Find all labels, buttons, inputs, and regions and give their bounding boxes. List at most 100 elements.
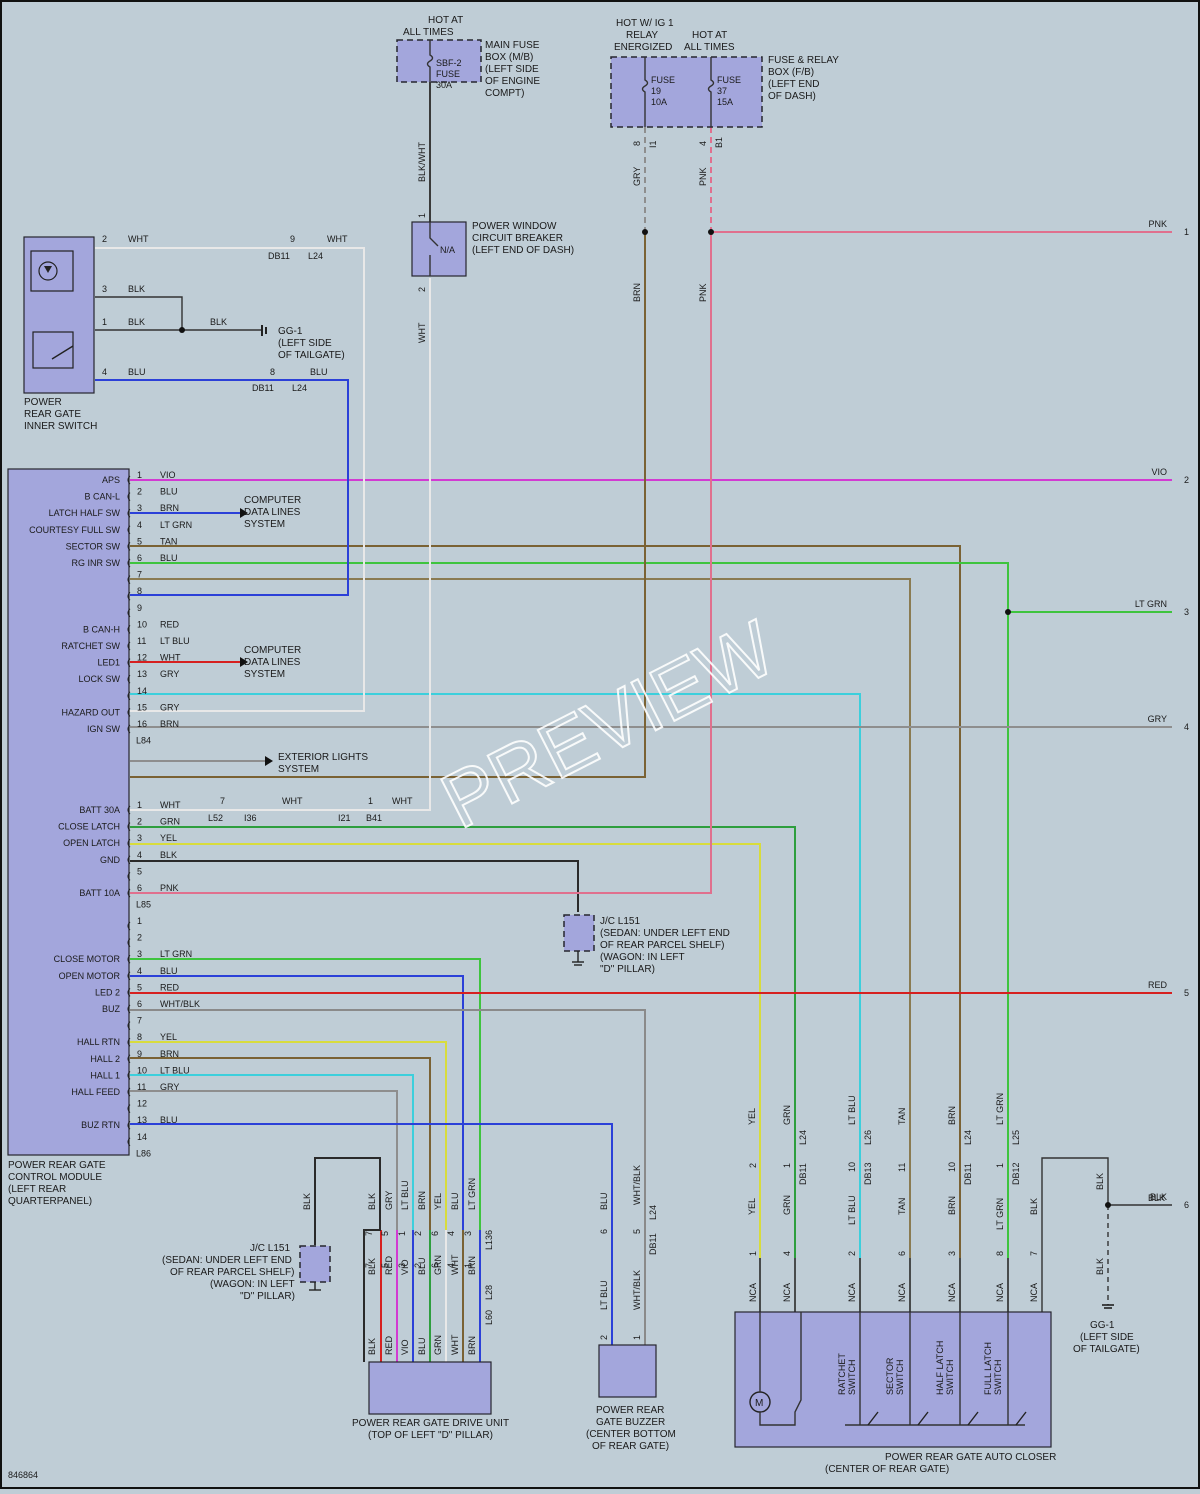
- wire-vertical-label: LT BLU: [400, 1180, 410, 1210]
- wire-vertical-label: WHT: [450, 1334, 460, 1355]
- module-pin-wire: LT BLU: [160, 1065, 190, 1075]
- module-pin-connector: [127, 954, 131, 964]
- module-pin-wire: WHT: [160, 800, 181, 810]
- gg1-top-2: (LEFT SIDE: [278, 338, 332, 349]
- connector-pin-number: 2: [413, 1231, 423, 1236]
- module-pin-number: 10: [137, 1065, 147, 1075]
- module-pin-number: 5: [137, 866, 142, 876]
- wire-vertical-label: BLK: [302, 1193, 312, 1210]
- fuse-relay-box: HOT W/ IG 1 RELAY ENERGIZED HOT AT ALL T…: [610, 18, 839, 128]
- module-pin-number: 1: [137, 470, 142, 480]
- lbl-gry-19: GRY: [632, 167, 642, 186]
- jcm-2: (SEDAN: UNDER LEFT END: [600, 928, 730, 939]
- ref-number: 3: [1184, 607, 1189, 617]
- nca-label: NCA: [947, 1283, 957, 1302]
- module-pin-connector: [127, 1021, 131, 1030]
- closer-text1: POWER REAR GATE AUTO CLOSER: [885, 1452, 1056, 1463]
- jcl-1: J/C L151: [250, 1243, 290, 1254]
- module-pin-number: 9: [137, 603, 142, 613]
- module-pin-label: SECTOR SW: [66, 541, 121, 551]
- nca-label: NCA: [748, 1283, 758, 1302]
- diagram-id: 846864: [8, 1470, 38, 1480]
- module-connector-name: L84: [136, 736, 151, 746]
- circuit-breaker: N/A POWER WINDOW CIRCUIT BREAKER (LEFT E…: [411, 221, 574, 277]
- ref-wire-label: LT GRN: [1135, 599, 1167, 609]
- ref-wire-label: PNK: [1148, 219, 1167, 229]
- inner-switch: POWER REAR GATE INNER SWITCH 23 14 WHT B…: [23, 234, 348, 432]
- gg1-top-1: GG-1: [278, 326, 303, 337]
- ref-number: 2: [1184, 475, 1189, 485]
- connector-pin-number: 7: [364, 1231, 374, 1236]
- closer-switch-label: HALF LATCH: [935, 1341, 945, 1395]
- nca-label: NCA: [897, 1283, 907, 1302]
- wire-vertical-label: BLU: [450, 1192, 460, 1210]
- module-pin-wire: BRN: [160, 719, 179, 729]
- wire-ltgrn-close-motor: [130, 958, 481, 1362]
- wire-vertical-label: DB12: [1011, 1162, 1021, 1185]
- auto-closer: M POWER REAR GATE AUTO CLOSER (CENTER OF…: [734, 1283, 1056, 1475]
- l24-a: L24: [308, 251, 323, 261]
- connector-pin-number: 2: [413, 1263, 423, 1268]
- module-pin-label: RG INR SW: [72, 558, 121, 568]
- wire-vertical-label: BLK: [367, 1258, 377, 1275]
- closer-nca-lines: [759, 1258, 1009, 1312]
- buzzer-text3: (CENTER BOTTOM: [586, 1429, 676, 1440]
- module-pin-label: IGN SW: [87, 724, 121, 734]
- module-pin-connector: [127, 608, 131, 618]
- inner-switch-text3: INNER SWITCH: [24, 421, 97, 432]
- module-pin-wire: LT GRN: [160, 520, 192, 530]
- module-pin-number: 13: [137, 669, 147, 679]
- jcm-1: J/C L151: [600, 916, 640, 927]
- relay-line1: HOT W/ IG 1: [616, 18, 674, 29]
- wire-brn-latch-half: [130, 545, 961, 1258]
- module-pin-wire: BLK: [160, 850, 177, 860]
- module-pin-wire: PNK: [160, 883, 179, 893]
- connector-pin-number: 10: [947, 1162, 957, 1172]
- module-pin-connector: [127, 822, 131, 831]
- main-fuse-word: FUSE: [436, 69, 460, 79]
- l24-b: L24: [292, 383, 307, 393]
- wire-vertical-label: GRY: [384, 1191, 394, 1210]
- hot2-line2: ALL TIMES: [684, 42, 735, 53]
- db11-a: DB11: [268, 251, 290, 261]
- connector-pin-number: 7: [1029, 1251, 1039, 1256]
- wire-vertical-label: L26: [863, 1130, 873, 1145]
- wire-vertical-label: BLK: [1029, 1198, 1039, 1215]
- module-pin-label: HALL 1: [90, 1070, 120, 1080]
- svg-text:4: 4: [102, 367, 107, 377]
- module-pin-wire: BRN: [160, 503, 179, 513]
- ext-2: SYSTEM: [278, 764, 319, 775]
- wire-vertical-label: RED: [384, 1255, 394, 1275]
- wire-vertical-label: BRN: [467, 1256, 477, 1275]
- wire-vertical-label: L24: [963, 1130, 973, 1145]
- ext-1: EXTERIOR LIGHTS: [278, 752, 368, 763]
- wire-ltblu-ratchet: [130, 693, 861, 1258]
- module-pin-number: 6: [137, 553, 142, 563]
- connector-pin-number: 3: [947, 1251, 957, 1256]
- module-pin-wire: LT GRN: [160, 949, 192, 959]
- module-pin-label: OPEN MOTOR: [59, 971, 121, 981]
- connector-pin-number: 1: [782, 1163, 792, 1168]
- svg-text:1: 1: [368, 796, 373, 806]
- wire-vertical-label: RED: [384, 1335, 394, 1355]
- module-pin-connector: [127, 724, 131, 734]
- module-pin-number: 2: [137, 487, 142, 497]
- module-text3: (LEFT REAR: [8, 1184, 66, 1195]
- module-pin-wire: BRN: [160, 1049, 179, 1059]
- wire-vertical-label: WHT/BLK: [632, 1270, 642, 1310]
- module-pin-connector: [127, 1137, 131, 1147]
- nca-label: NCA: [847, 1283, 857, 1302]
- buzzer-text2: GATE BUZZER: [596, 1417, 665, 1428]
- main-fuse-amp: 30A: [436, 80, 452, 90]
- svg-text:2: 2: [102, 234, 107, 244]
- module-pin-connector: [127, 1120, 131, 1130]
- module-pin-label: OPEN LATCH: [63, 838, 120, 848]
- wire-vertical-label: BLU: [417, 1257, 427, 1275]
- module-pin-number: 7: [137, 1016, 142, 1026]
- wire-vertical-label: YEL: [747, 1108, 757, 1125]
- module-pin-wire: GRY: [160, 669, 179, 679]
- lbl-blkwht: BLK/WHT: [417, 141, 427, 182]
